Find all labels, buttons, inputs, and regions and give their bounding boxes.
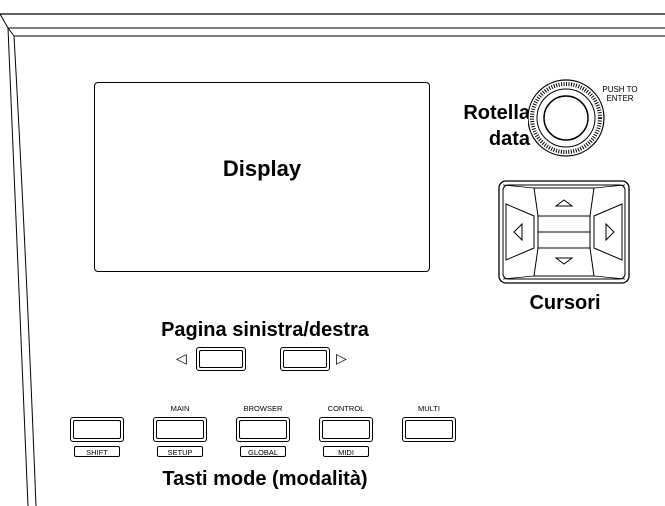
display-label: Display bbox=[222, 156, 302, 181]
page-buttons-label: Pagina sinistra/destra bbox=[161, 319, 369, 341]
multi-key[interactable] bbox=[402, 417, 456, 442]
main-setup-key[interactable] bbox=[153, 417, 207, 442]
page-right-button[interactable] bbox=[280, 347, 330, 371]
mode-keys-label: Tasti mode (modalità) bbox=[162, 468, 368, 490]
data-wheel-label-line1: Rotella bbox=[463, 102, 530, 124]
control-key-label: CONTROL bbox=[327, 404, 365, 413]
browser-key-label: BROWSER bbox=[243, 404, 283, 413]
cursor-right-icon bbox=[605, 222, 615, 242]
midi-key-label: MIDI bbox=[323, 446, 369, 457]
setup-key-label: SETUP bbox=[157, 446, 203, 457]
control-midi-key[interactable] bbox=[319, 417, 373, 442]
cursor-left-icon bbox=[513, 222, 523, 242]
multi-key-label: MULTI bbox=[418, 404, 440, 413]
display-screen bbox=[94, 82, 430, 272]
page-left-icon: ◁ bbox=[176, 350, 187, 366]
main-key-label: MAIN bbox=[170, 404, 190, 413]
cursor-down-icon bbox=[554, 257, 574, 265]
shift-key-label: SHIFT bbox=[74, 446, 120, 457]
push-to-enter-line2: ENTER bbox=[606, 94, 634, 103]
cursor-up-icon bbox=[554, 199, 574, 207]
browser-global-key[interactable] bbox=[236, 417, 290, 442]
data-wheel-label-line2: data bbox=[488, 128, 530, 150]
push-to-enter-label: PUSH TO ENTER bbox=[590, 85, 650, 103]
data-wheel-knob[interactable] bbox=[528, 76, 608, 166]
global-key-label: GLOBAL bbox=[240, 446, 286, 457]
page-right-icon: ▷ bbox=[336, 350, 347, 366]
cursor-pad-label: Cursori bbox=[529, 292, 601, 314]
data-wheel-label: Rotella data bbox=[430, 100, 530, 152]
cursor-pad bbox=[498, 180, 630, 284]
page-left-button[interactable] bbox=[196, 347, 246, 371]
shift-key[interactable] bbox=[70, 417, 124, 442]
push-to-enter-line1: PUSH TO bbox=[602, 85, 638, 94]
